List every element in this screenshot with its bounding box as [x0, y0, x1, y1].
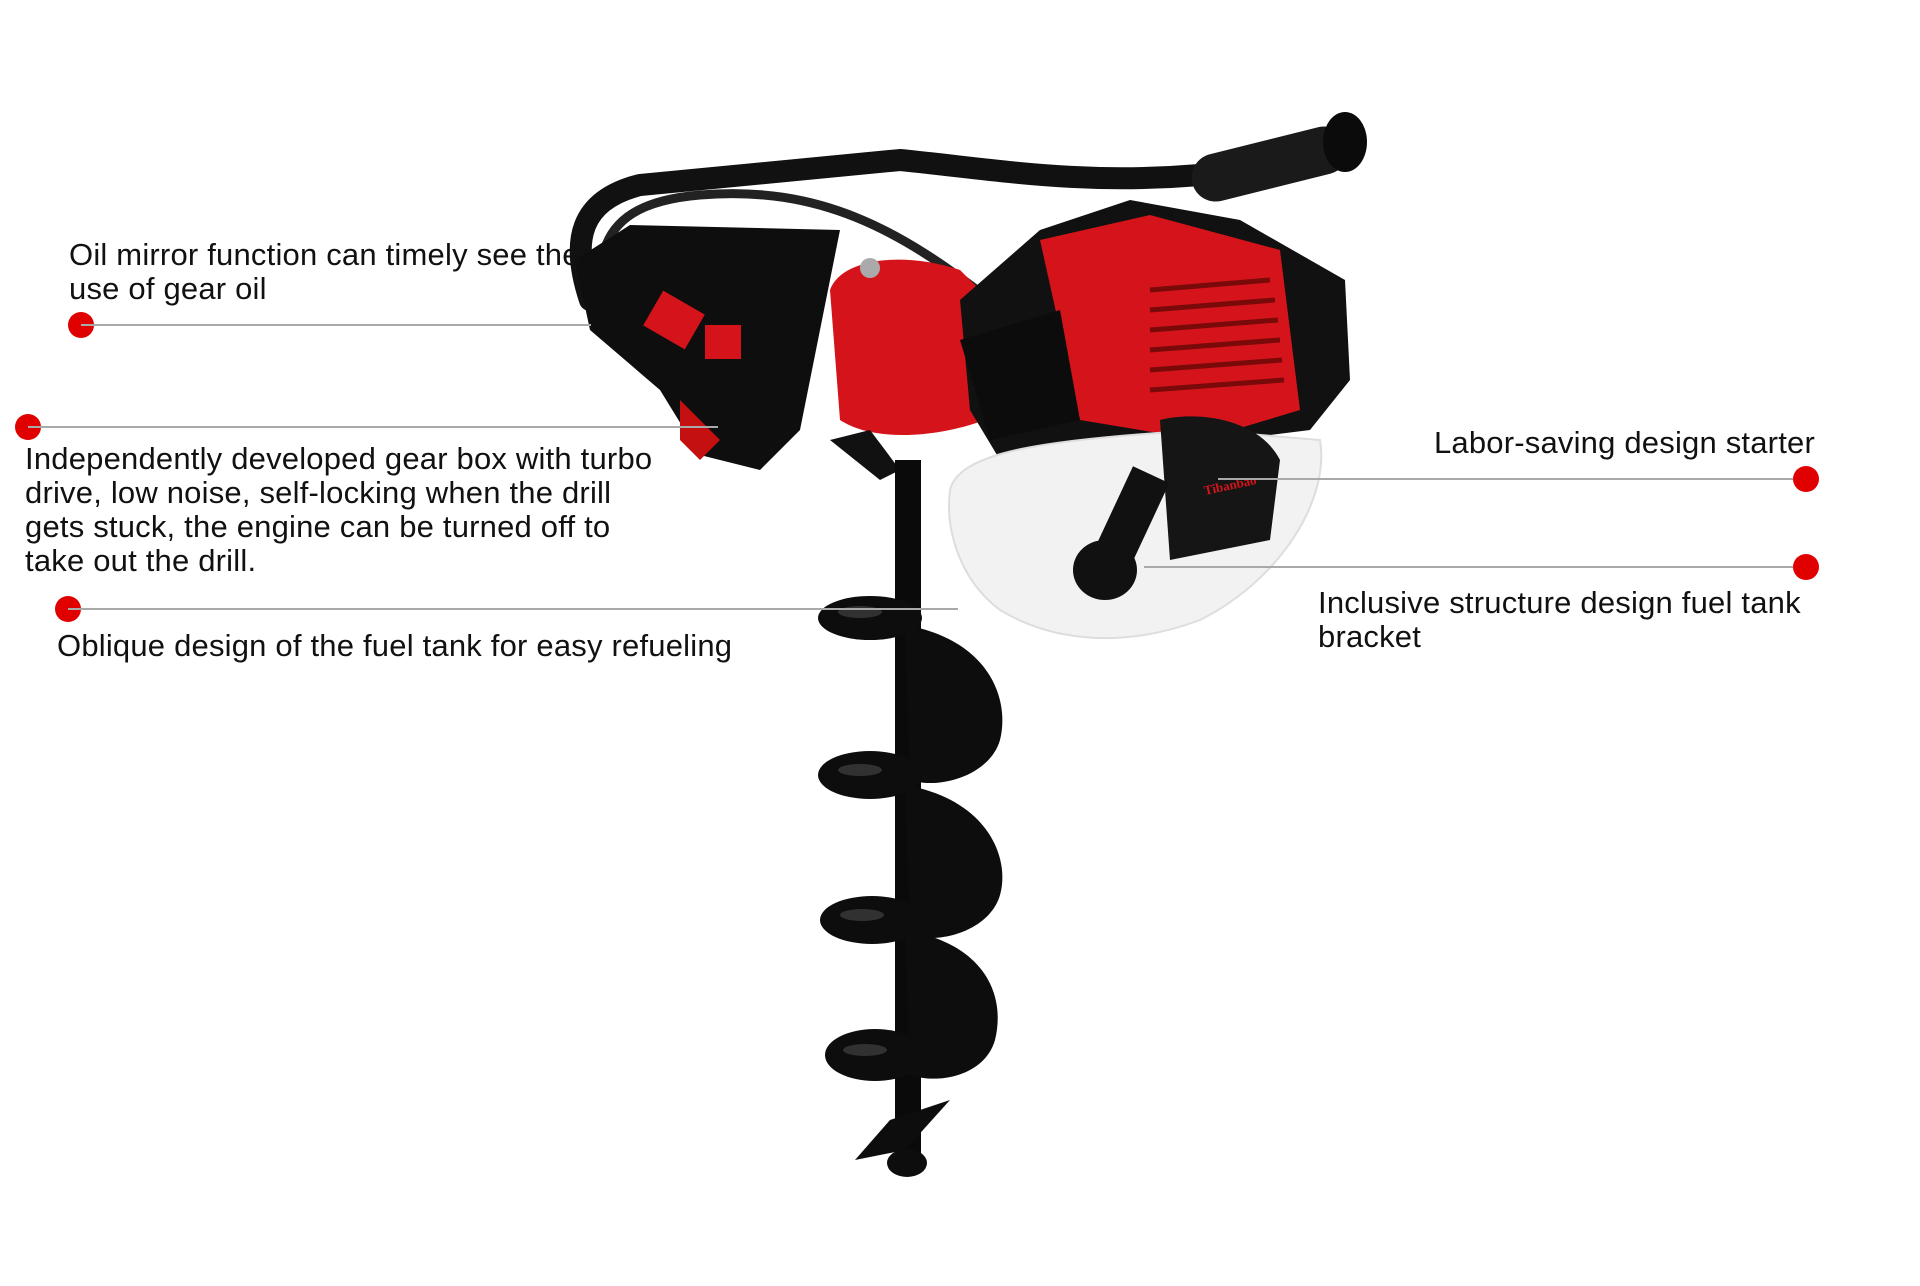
callout-bracket-dot	[1793, 554, 1819, 580]
callout-oil-mirror-line	[81, 324, 591, 326]
callout-starter-text: Labor-saving design starter	[1433, 425, 1815, 460]
callout-starter-line	[1218, 478, 1806, 480]
callout-bracket-line	[1144, 566, 1806, 568]
callout-oil-mirror-text: Oil mirror function can timely see the u…	[69, 237, 580, 306]
callout-bracket-text: Inclusive structure design fuel tank bra…	[1318, 585, 1801, 654]
callout-fuel-tank-text: Oblique design of the fuel tank for easy…	[57, 628, 733, 663]
callout-gear-box-text: Independently developed gear box with tu…	[25, 441, 653, 578]
callout-gear-box-line	[28, 426, 718, 428]
callout-fuel-tank-line	[68, 608, 958, 610]
callout-starter-dot	[1793, 466, 1819, 492]
